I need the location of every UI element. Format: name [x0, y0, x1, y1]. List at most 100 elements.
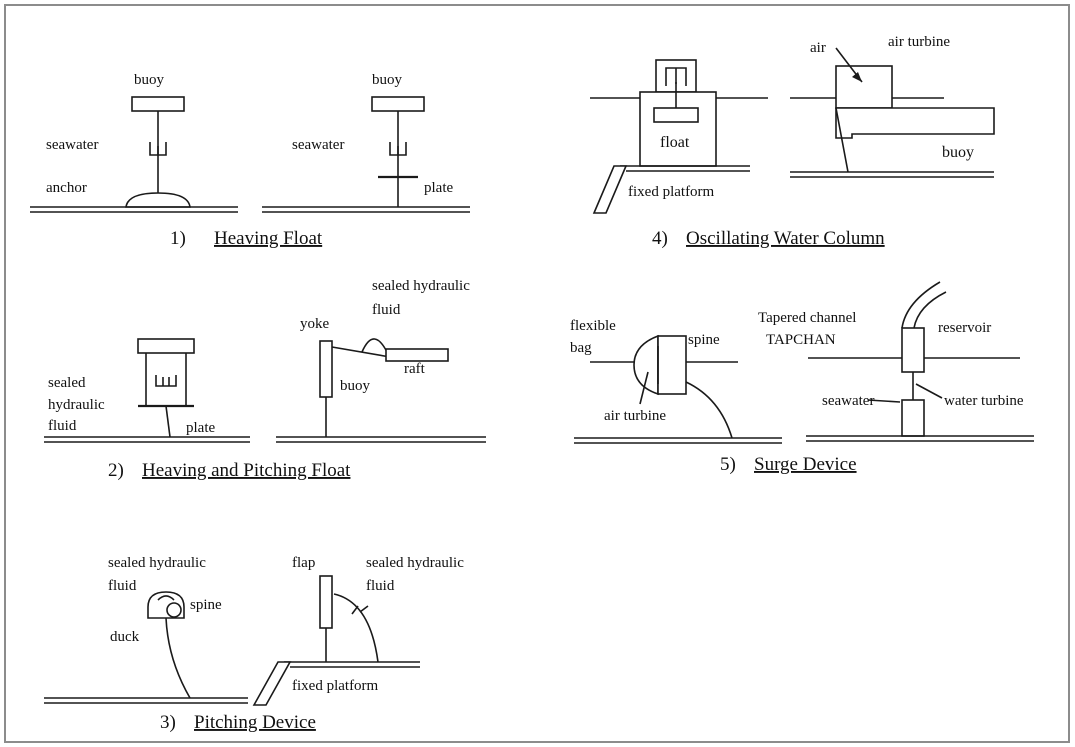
hydraulic-arc [333, 593, 379, 663]
label-fluid: fluid [48, 418, 77, 434]
label-water-turbine: water turbine [944, 393, 1024, 409]
buoy-shape [371, 96, 425, 112]
label-tapchan: TAPCHAN [766, 332, 836, 348]
label-seawater: seawater [292, 137, 344, 153]
fluid-chamber [157, 595, 175, 601]
spine-housing [657, 335, 687, 395]
heaving-float-right-device [262, 96, 470, 213]
pump-symbol [389, 142, 407, 156]
raft-shape [385, 348, 449, 362]
pointer-line [867, 399, 901, 403]
buoy-shape [131, 96, 185, 112]
pitching-duck-device [44, 591, 248, 704]
label-fluid: fluid [108, 578, 137, 594]
label-plate: plate [186, 420, 215, 436]
column-chamber [639, 91, 717, 167]
arrow-head [852, 72, 862, 82]
pitching-flap-device [252, 575, 420, 706]
channel-wall [913, 291, 947, 329]
reservoir-shape [901, 327, 925, 373]
label-flexible: flexible [570, 318, 616, 334]
label-buoy: buoy [372, 72, 403, 88]
caption-number: 2) [108, 460, 124, 481]
label-sealed-hydraulic: sealed hydraulic [108, 555, 206, 571]
turbine-symbol [665, 67, 687, 86]
channel-wall [901, 281, 941, 329]
mooring-line [685, 381, 733, 439]
hydraulic-tick [351, 605, 369, 615]
buoy-hull [835, 107, 995, 139]
spine-shape [166, 602, 182, 618]
buoy-shape [319, 340, 333, 398]
panel-surge-device: flexible bag spine air turbine Tapered c… [570, 281, 1034, 475]
mooring-line [165, 617, 191, 699]
heaving-float-left-device [30, 96, 238, 213]
caption-title: Oscillating Water Column [686, 228, 885, 249]
pump-symbol [149, 142, 167, 156]
label-fluid: fluid [372, 302, 401, 318]
label-hydraulic: hydraulic [48, 397, 105, 413]
buoy-shape [137, 338, 195, 354]
platform-ramp [252, 661, 292, 706]
label-spine: spine [688, 332, 720, 348]
yoke-arm [331, 346, 391, 358]
caption-title: Pitching Device [194, 712, 316, 733]
label-sealed-hydraulic: sealed hydraulic [366, 555, 464, 571]
anchor-shape [125, 192, 191, 208]
label-sealed-hydraulic: sealed hydraulic [372, 278, 470, 294]
water-turbine-shape [901, 399, 925, 437]
label-anchor: anchor [46, 180, 87, 196]
label-plate: plate [424, 180, 453, 196]
label-duck: duck [110, 629, 140, 645]
pointer-line [915, 383, 943, 399]
label-raft: raft [404, 361, 426, 377]
caption-number: 4) [652, 228, 668, 249]
heaving-pitching-left-device [44, 338, 250, 443]
label-seawater: seawater [822, 393, 874, 409]
pointer-line [639, 371, 649, 405]
label-buoy: buoy [942, 144, 974, 161]
label-yoke: yoke [300, 316, 330, 332]
owc-float-device [590, 59, 768, 214]
heaving-pitching-right-device [276, 338, 486, 443]
label-float: float [660, 134, 690, 151]
label-sealed: sealed [48, 375, 86, 391]
label-fluid: fluid [366, 578, 395, 594]
caption-number: 5) [720, 454, 736, 475]
float-shape [653, 107, 699, 123]
label-fixed-platform: fixed platform [292, 678, 379, 694]
panel-pitching-device: sealed hydraulic fluid spine duck flap s… [44, 555, 464, 733]
caption-title: Heaving Float [214, 228, 323, 249]
duck-shape [147, 591, 185, 619]
caption-number: 3) [160, 712, 176, 733]
label-buoy: buoy [134, 72, 165, 88]
label-air-turbine: air turbine [604, 408, 666, 424]
panel-oscillating-water-column: float fixed platform air air turbine buo… [590, 34, 995, 249]
caption-title: Surge Device [754, 454, 857, 475]
label-air: air [810, 40, 826, 56]
air-chamber [835, 65, 893, 109]
owc-buoy-device [790, 47, 995, 178]
mooring-line [835, 107, 849, 173]
pump-symbol [155, 375, 177, 387]
flexible-bag-shape [633, 334, 659, 396]
label-bag: bag [570, 340, 592, 356]
label-reservoir: reservoir [938, 320, 991, 336]
label-tapered-channel: Tapered channel [758, 310, 856, 326]
surge-tapchan-device [806, 281, 1034, 442]
caption-title: Heaving and Pitching Float [142, 460, 351, 481]
label-spine: spine [190, 597, 222, 613]
hydraulic-loop [361, 338, 389, 355]
caption-number: 1) [170, 228, 186, 249]
label-air-turbine: air turbine [888, 34, 950, 50]
panel-heaving-pitching-float: sealed hydraulic fluid plate sealed hydr… [44, 278, 486, 481]
label-seawater: seawater [46, 137, 98, 153]
label-fixed-platform: fixed platform [628, 184, 715, 200]
flap-shape [319, 575, 333, 629]
label-flap: flap [292, 555, 315, 571]
platform-ramp [592, 165, 628, 214]
panel-heaving-float: buoy seawater anchor buoy seawater plate… [30, 72, 470, 249]
surge-bag-device [574, 334, 782, 444]
label-buoy: buoy [340, 378, 371, 394]
